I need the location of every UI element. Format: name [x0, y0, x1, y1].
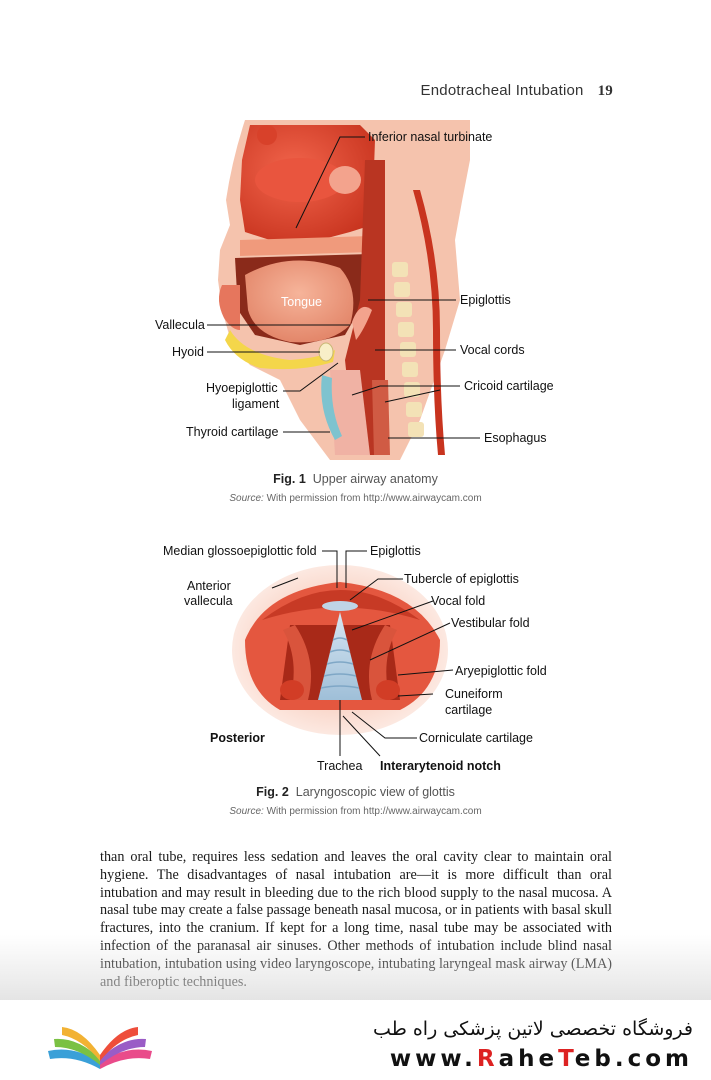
label-tubercle-of-epiglottis: Tubercle of epiglottis	[404, 572, 519, 586]
figure-1-caption: Fig. 1 Upper airway anatomy	[0, 472, 711, 486]
label-interarytenoid-notch: Interarytenoid notch	[380, 759, 501, 773]
url-suffix: .com	[614, 1046, 693, 1072]
label-esophagus: Esophagus	[484, 431, 547, 445]
figure-1-upper-airway-illustration: Inferior nasal turbinate Tongue Epiglott…	[155, 120, 554, 460]
book-logo-icon	[48, 1027, 152, 1069]
tubercle	[322, 601, 358, 611]
sphenoid	[257, 125, 277, 145]
label-cricoid-cartilage: Cricoid cartilage	[464, 379, 554, 393]
label-median-glossoepiglottic-fold: Median glossoepiglottic fold	[163, 544, 317, 558]
label-aryepiglottic-fold: Aryepiglottic fold	[455, 664, 547, 678]
label-thyroid-cartilage: Thyroid cartilage	[186, 425, 278, 439]
cuneiform-r	[376, 680, 400, 700]
label-epiglottis: Epiglottis	[460, 293, 511, 307]
figure-1-source-text: With permission from http://www.airwayca…	[266, 493, 482, 504]
vestibular-fold-r	[368, 625, 397, 700]
url-t: T	[558, 1046, 575, 1072]
mandible	[225, 330, 335, 370]
figure-2-source-text: With permission from http://www.airwayca…	[266, 806, 482, 817]
url-mid2: eb	[574, 1046, 615, 1072]
label-inferior-nasal-turbinate: Inferior nasal turbinate	[368, 130, 492, 144]
esophagus	[372, 380, 390, 455]
figure-2-source: Source: With permission from http://www.…	[0, 806, 711, 817]
glottis-trachea	[318, 612, 362, 700]
epiglottis-shape	[352, 306, 372, 340]
figure-1-caption-text: Upper airway anatomy	[312, 472, 438, 486]
url-prefix: www.	[389, 1046, 477, 1072]
label-epiglottis-2: Epiglottis	[370, 544, 421, 558]
cuneiform-l	[280, 680, 304, 700]
palate	[240, 236, 372, 256]
sinus	[329, 166, 361, 194]
label-corniculate-cartilage: Corniculate cartilage	[419, 731, 533, 745]
label-anterior-1: Anterior	[187, 579, 231, 593]
vestibular-fold	[283, 625, 312, 700]
figure-2-label: Fig. 2	[256, 785, 289, 799]
figure-1-source: Source: With permission from http://www.…	[0, 493, 711, 504]
label-hyoepiglottic-1: Hyoepiglottic	[206, 381, 278, 395]
figure-1-source-label: Source:	[229, 493, 264, 504]
label-vestibular-fold: Vestibular fold	[451, 616, 530, 630]
url-mid1: ahe	[498, 1046, 559, 1072]
body-paragraph: than oral tube, requires less sedation a…	[100, 849, 612, 991]
running-head: Endotracheal Intubation 19	[421, 82, 613, 100]
turbinate	[255, 158, 345, 202]
label-vocal-fold: Vocal fold	[431, 594, 485, 608]
tracheal-rings	[320, 637, 360, 689]
label-cuneiform-2: cartilage	[445, 703, 492, 717]
label-posterior: Posterior	[210, 731, 265, 745]
body-paragraph-text: than oral tube, requires less sedation a…	[100, 849, 612, 990]
figure-2-source-label: Source:	[229, 806, 264, 817]
page-number: 19	[597, 83, 613, 99]
figure-2-caption: Fig. 2 Laryngoscopic view of glottis	[0, 785, 711, 799]
label-anterior-2: vallecula	[184, 594, 233, 608]
thyroid-cart	[321, 375, 342, 440]
footer-persian-title: فروشگاه تخصصی لاتین پزشکی راه طب	[373, 1018, 693, 1040]
lips	[218, 285, 240, 330]
label-tongue: Tongue	[281, 295, 322, 309]
spinal-cord	[413, 190, 445, 455]
label-vallecula: Vallecula	[155, 318, 205, 332]
hyoid-bone	[318, 342, 334, 362]
label-trachea: Trachea	[317, 759, 362, 773]
figure-2-caption-text: Laryngoscopic view of glottis	[295, 785, 455, 799]
url-r: R	[476, 1046, 499, 1072]
label-vocal-cords: Vocal cords	[460, 343, 525, 357]
figure-1-label: Fig. 1	[273, 472, 306, 486]
running-head-title: Endotracheal Intubation	[420, 82, 584, 99]
label-cuneiform-1: Cuneiform	[445, 687, 503, 701]
tongue	[245, 260, 354, 343]
figure-2-glottis-illustration: Median glossoepiglottic fold Epiglottis …	[163, 544, 547, 773]
label-hyoid: Hyoid	[172, 345, 204, 359]
label-hyoepiglottic-2: ligament	[232, 397, 280, 411]
footer-url[interactable]: www.RaheTeb.com	[390, 1046, 693, 1072]
